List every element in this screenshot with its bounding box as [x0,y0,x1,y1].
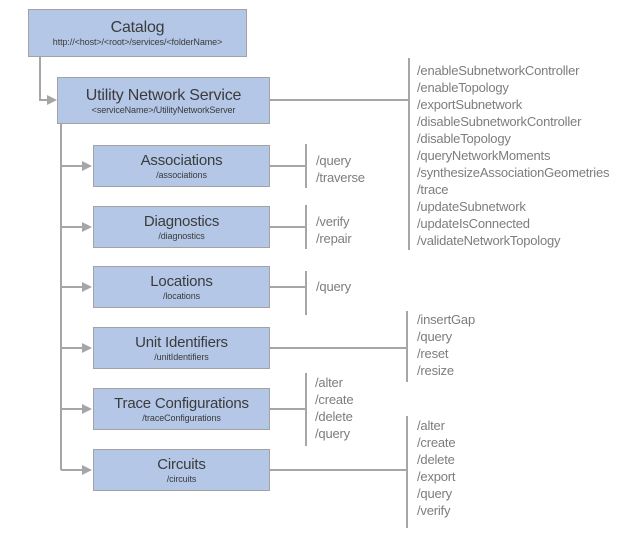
operation-label: /updateSubnetwork [417,199,526,214]
node-associations: Associations /associations [93,145,270,187]
operation-label: /create [315,392,354,407]
unit-identifiers-operations-list: /insertGap/query/reset/resize [417,311,475,379]
node-locations: Locations /locations [93,266,270,308]
operation-label: /query [417,329,452,344]
operation-label: /query [417,486,452,501]
resource-title: Circuits [157,455,206,473]
arrowhead-icon [82,161,92,171]
diagnostics-operations-list: /verify/repair [316,213,352,247]
trace-configurations-operations-connector [270,373,307,446]
node-catalog: Catalog http://<host>/<root>/services/<f… [28,9,247,57]
operation-label: /synthesizeAssociationGeometries [417,165,610,180]
circuits-operations-connector [270,416,408,528]
operation-label: /enableTopology [417,80,509,95]
operation-label: /alter [417,418,445,433]
service-path: <serviceName>/UtilityNetworkServer [91,104,236,115]
operation-label: /delete [417,452,455,467]
arrowhead-icon [47,95,57,105]
resource-title: Locations [150,272,213,290]
operation-label: /query [315,426,350,441]
resource-title: Diagnostics [143,212,220,230]
operation-label: /insertGap [417,312,475,327]
operation-label: /disableSubnetworkController [417,114,582,129]
operation-label: /repair [316,231,352,246]
node-utility-network-service: Utility Network Service <serviceName>/Ut… [57,77,270,124]
operation-label: /exportSubnetwork [417,97,522,112]
catalog-url: http://<host>/<root>/services/<folderNam… [52,37,223,47]
unit-identifiers-operations-connector [270,311,408,382]
operation-label: /query [316,153,351,168]
locations-operations-connector [270,271,307,315]
resource-title: Trace Configurations [114,394,249,412]
node-diagnostics: Diagnostics /diagnostics [93,206,270,248]
locations-operations-list: /query [316,278,351,295]
operation-label: /verify [316,214,350,229]
operation-label: /trace [417,182,449,197]
resource-path: /associations [156,169,207,180]
diagnostics-operations-connector [270,205,307,249]
service-title: Utility Network Service [85,86,242,104]
arrowhead-icon [82,343,92,353]
catalog-to-service-connector [39,57,57,105]
operation-label: /alter [315,375,343,390]
operation-label: /reset [417,346,449,361]
resource-path: /diagnostics [158,230,205,241]
node-trace-configurations: Trace Configurations /traceConfiguration… [93,388,270,430]
catalog-title: Catalog [110,19,165,36]
operation-label: /enableSubnetworkController [417,63,580,78]
operation-label: /export [417,469,456,484]
service-operations-connector [270,58,410,250]
node-circuits: Circuits /circuits [93,449,270,491]
operation-label: /create [417,435,456,450]
operation-label: /validateNetworkTopology [417,233,561,248]
associations-operations-connector [270,144,307,188]
resource-title: Associations [140,151,223,169]
arrowhead-icon [82,282,92,292]
resource-path: /traceConfigurations [142,412,221,423]
operation-label: /disableTopology [417,131,511,146]
branch-arrows [61,161,92,475]
node-unit-identifiers: Unit Identifiers /unitIdentifiers [93,327,270,369]
operation-label: /verify [417,503,451,518]
operation-label: /query [316,279,351,294]
resource-path: /circuits [166,473,197,484]
trace-configurations-operations-list: /alter/create/delete/query [315,374,354,442]
operation-label: /resize [417,363,454,378]
associations-operations-list: /query/traverse [316,152,365,186]
arrowhead-icon [82,465,92,475]
operation-label: /traverse [316,170,365,185]
operation-label: /queryNetworkMoments [417,148,551,163]
arrowhead-icon [82,404,92,414]
resource-title: Unit Identifiers [135,333,228,351]
circuits-operations-list: /alter/create/delete/export/query/verify [417,417,456,519]
resource-path: /locations [162,290,201,301]
operation-label: /updateIsConnected [417,216,530,231]
operation-label: /delete [315,409,353,424]
service-operations-list: /enableSubnetworkController/enableTopolo… [417,62,610,249]
resource-path: /unitIdentifiers [154,351,209,362]
arrowhead-icon [82,222,92,232]
